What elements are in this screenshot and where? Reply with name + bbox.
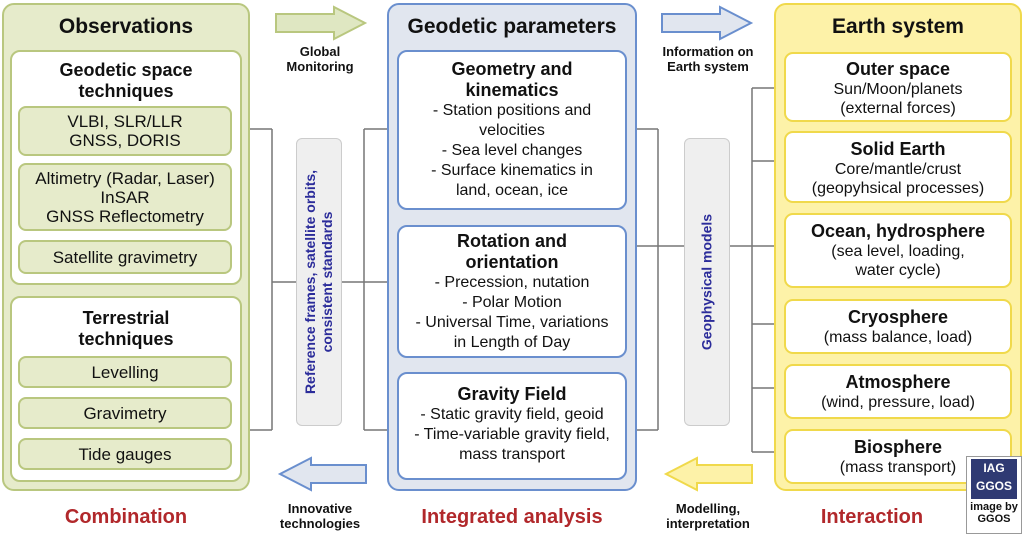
box-title: Rotation and [457,231,567,251]
geophysical-models-text: Geophysical models [698,213,715,351]
terrestrial-title: Terrestrial techniques [12,308,240,350]
earth-cryosphere: Cryosphere (mass balance, load) [784,299,1012,354]
arrow-global-monitoring [275,5,368,41]
item-line: Levelling [91,362,159,382]
box-line: (geopyhsical processes) [811,180,985,197]
box-line: land, ocean, ice [455,182,569,199]
label-line: consistent standards [319,211,335,353]
box-title: Atmosphere [845,372,951,392]
box-line: Core/mantle/crust [834,161,962,178]
earth-system-title: Earth system [832,15,964,38]
geodetic-space-title: Geodetic space techniques [12,60,240,102]
box-title: Ocean, hydrosphere [810,221,986,241]
label-integrated-analysis: Integrated analysis [421,506,603,528]
caption-innovative: Innovative technologies [262,501,378,531]
caption-line: technologies [279,516,361,531]
box-line: - Universal Time, variations [415,314,609,331]
reference-frames-text: Reference frames, satellite orbits, cons… [302,170,336,394]
reference-frames-label: Reference frames, satellite orbits, cons… [296,138,342,426]
box-line: - Sea level changes [441,142,583,159]
caption-line: Innovative [287,501,353,516]
geodetic-title: Geodetic parameters [407,15,617,38]
label-combination: Combination [64,506,188,528]
technique-vlbi-gnss: VLBI, SLR/LLR GNSS, DORIS [18,106,232,156]
earth-outer-space: Outer space Sun/Moon/planets (external f… [784,52,1012,122]
item-line: GNSS Reflectometry [46,206,204,226]
logo-text: IAG [983,461,1005,475]
caption-line: Monitoring [286,59,354,74]
ggos-logo-mark: IAG GGOS [971,459,1017,499]
arrow-innovative [277,456,367,492]
earth-biosphere: Biosphere (mass transport) [784,429,1012,484]
logo-caption-line: GGOS [977,513,1011,525]
box-title: Cryosphere [847,307,949,327]
caption-modelling: Modelling, interpretation [643,501,773,531]
earth-solid-earth: Solid Earth Core/mantle/crust (geopyhsic… [784,131,1012,203]
box-line: (wind, pressure, load) [821,394,975,411]
box-title: Geometry and [451,59,573,79]
title-line: Terrestrial [82,308,170,328]
caption-global-monitoring: Global Monitoring [262,44,378,74]
box-line: (sea level, loading, [831,243,965,260]
earth-atmosphere: Atmosphere (wind, pressure, load) [784,364,1012,419]
box-line: - Time-variable gravity field, [414,426,610,443]
title-line: techniques [78,81,174,101]
technique-levelling: Levelling [18,356,232,388]
geophysical-models-label: Geophysical models [684,138,730,426]
earth-ocean-hydrosphere: Ocean, hydrosphere (sea level, loading, … [784,213,1012,288]
box-line: water cycle) [855,262,941,279]
technique-altimetry: Altimetry (Radar, Laser) InSAR GNSS Refl… [18,163,232,231]
item-line: GNSS, DORIS [69,131,181,150]
technique-satellite-gravimetry: Satellite gravimetry [18,240,232,274]
logo-caption: image by GGOS [967,501,1021,525]
box-line: - Station positions and [432,102,592,119]
box-title: Gravity Field [457,384,567,404]
rotation-orientation-box: Rotation and orientation - Precession, n… [397,225,627,358]
item-line: Altimetry (Radar, Laser) [35,168,215,188]
caption-line: Modelling, [675,501,741,516]
box-line: - Precession, nutation [434,274,590,291]
item-line: VLBI, SLR/LLR [67,112,183,131]
box-title: Biosphere [853,437,943,457]
item-line: Satellite gravimetry [52,247,198,267]
label-line: Reference frames, satellite orbits, [302,169,318,395]
box-title: orientation [465,252,559,272]
arrow-modelling [663,456,753,492]
logo-text: GGOS [975,479,1012,493]
item-line: InSAR [100,187,150,207]
title-line: techniques [78,329,174,349]
technique-gravimetry: Gravimetry [18,397,232,429]
box-line: - Static gravity field, geoid [420,406,604,423]
title-line: Geodetic space [59,60,193,80]
logo-caption-line: image by [970,501,1018,513]
technique-tide-gauges: Tide gauges [18,438,232,470]
item-line: Tide gauges [78,444,172,464]
label-interaction: Interaction [820,506,924,528]
observations-title: Observations [58,15,194,38]
box-line: - Polar Motion [462,294,562,311]
box-title: kinematics [465,80,559,100]
box-line: in Length of Day [453,334,571,351]
box-line: velocities [479,122,545,139]
geometry-kinematics-box: Geometry and kinematics - Station positi… [397,50,627,210]
gravity-field-box: Gravity Field - Static gravity field, ge… [397,372,627,480]
caption-line: Information on [662,44,754,59]
item-line: Gravimetry [83,403,167,423]
box-title: Outer space [845,59,951,79]
caption-line: Earth system [667,59,749,74]
box-title: Solid Earth [850,139,946,159]
caption-line: interpretation [666,516,750,531]
box-line: Sun/Moon/planets [833,81,963,98]
box-line: (mass transport) [839,459,957,476]
box-line: mass transport [459,446,565,463]
ggos-logo: IAG GGOS image by GGOS [966,456,1022,534]
box-line: - Surface kinematics in [431,162,593,179]
caption-line: Global [299,44,341,59]
box-line: (external forces) [840,100,956,117]
caption-information: Information on Earth system [643,44,773,74]
box-line: (mass balance, load) [823,329,973,346]
arrow-information [661,5,754,41]
